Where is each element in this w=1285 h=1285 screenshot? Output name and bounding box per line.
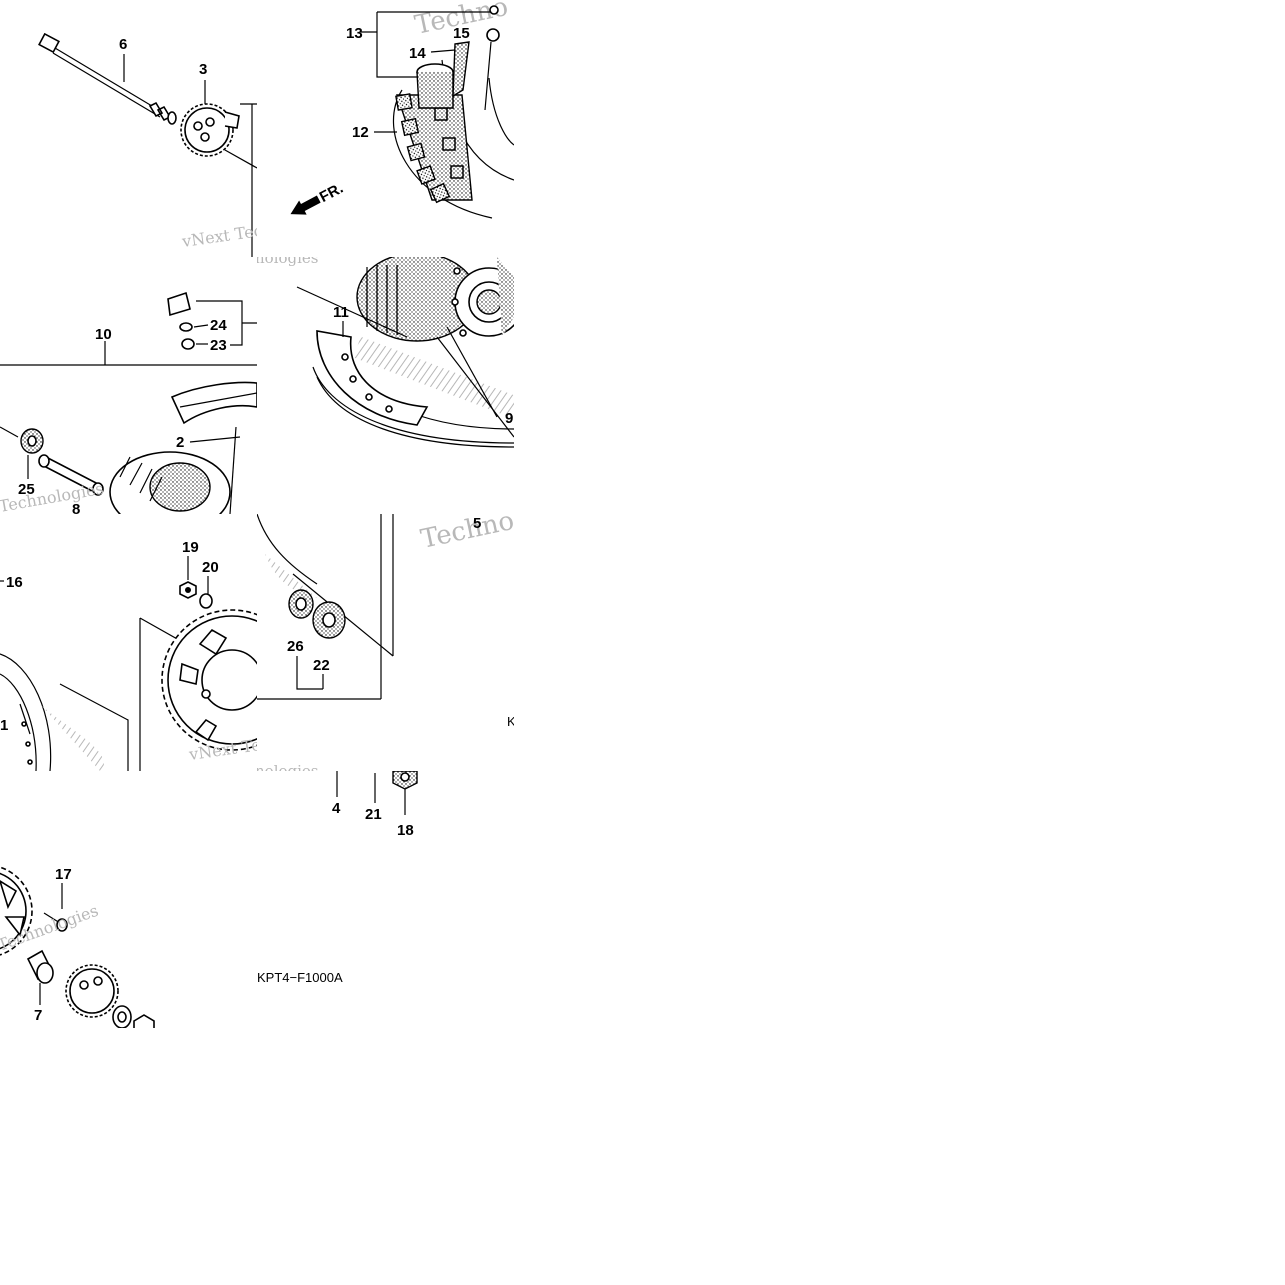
callout-12: 12: [352, 124, 369, 141]
callout-17: 17: [55, 866, 72, 883]
tile-wheel-and-sprocket: 16 1 19 20: [0, 514, 257, 771]
collar-part: [26, 949, 54, 984]
callout-22: 22: [313, 657, 330, 674]
bearing-part: [312, 601, 346, 639]
chain-adjuster-part: [65, 964, 119, 1018]
callout-5: 5: [473, 515, 481, 532]
bearing-part: [288, 589, 314, 619]
watermark: nologies: [257, 762, 319, 771]
callout-11: 11: [333, 304, 349, 321]
code-fragment: K: [507, 714, 514, 729]
callout-21: 21: [365, 806, 382, 823]
chain-adjuster-part: [180, 103, 240, 157]
tile-bearings: Techno 5 26 22 K nologies: [257, 514, 514, 771]
tile-axle-nut: 4 21 18: [257, 771, 514, 851]
direction-label: FR.: [317, 180, 346, 206]
callout-15: 15: [453, 25, 470, 42]
tube-part: [416, 41, 470, 109]
callout-9: 9: [505, 410, 513, 427]
front-direction-arrow: FR.: [290, 180, 346, 215]
hub-part: [356, 257, 514, 438]
watermark: Techno: [418, 514, 514, 555]
callout-7: 7: [34, 1007, 42, 1024]
callout-25: 25: [18, 481, 35, 498]
sprocket-part: [161, 609, 257, 751]
brake-shoe-part: [170, 381, 257, 425]
callout-8: 8: [72, 501, 80, 514]
wheel-part: [0, 653, 105, 771]
callout-24: 24: [210, 317, 227, 334]
bearing-part: [20, 428, 44, 454]
hub-part: [109, 426, 237, 514]
tile-code-label: KPT4−F1000A: [257, 965, 377, 989]
axle-nut-part: [392, 771, 418, 790]
callout-13: 13: [346, 25, 363, 42]
callout-2: 2: [176, 434, 184, 451]
callout-4: 4: [332, 800, 341, 817]
callout-16: 16: [6, 574, 23, 591]
watermark: nologies: [257, 257, 319, 267]
watermark: Technologies: [0, 479, 105, 514]
tile-rim-and-hub: nologies: [257, 257, 514, 514]
rim-band-part: [316, 330, 429, 426]
callout-20: 20: [202, 559, 219, 576]
tile-brake-panel: 10 24 23 2: [0, 257, 257, 514]
tile-axle-and-adjuster: 6 3 vNext Tec: [0, 0, 257, 257]
callout-18: 18: [397, 822, 414, 839]
axle-part: [38, 32, 177, 125]
callout-19: 19: [182, 539, 199, 556]
tile-sprocket-detail: 17 7 Technologies: [0, 851, 160, 1028]
tile-tire-and-rim: Techno: [257, 0, 514, 257]
callout-10: 10: [95, 326, 112, 343]
callout-14: 14: [409, 45, 426, 62]
tire-part: [395, 93, 473, 204]
sprocket-part: [0, 866, 33, 956]
callout-26: 26: [287, 638, 304, 655]
callout-6: 6: [119, 36, 127, 53]
callout-3: 3: [199, 61, 207, 78]
spacer-part: [38, 454, 104, 496]
diagram-code: KPT4−F1000A: [257, 970, 343, 985]
watermark: vNext Tec: [180, 221, 257, 251]
callout-23: 23: [210, 337, 227, 354]
washer-part: [112, 1005, 155, 1028]
bolt-part: [43, 912, 68, 932]
callout-1: 1: [0, 717, 8, 734]
